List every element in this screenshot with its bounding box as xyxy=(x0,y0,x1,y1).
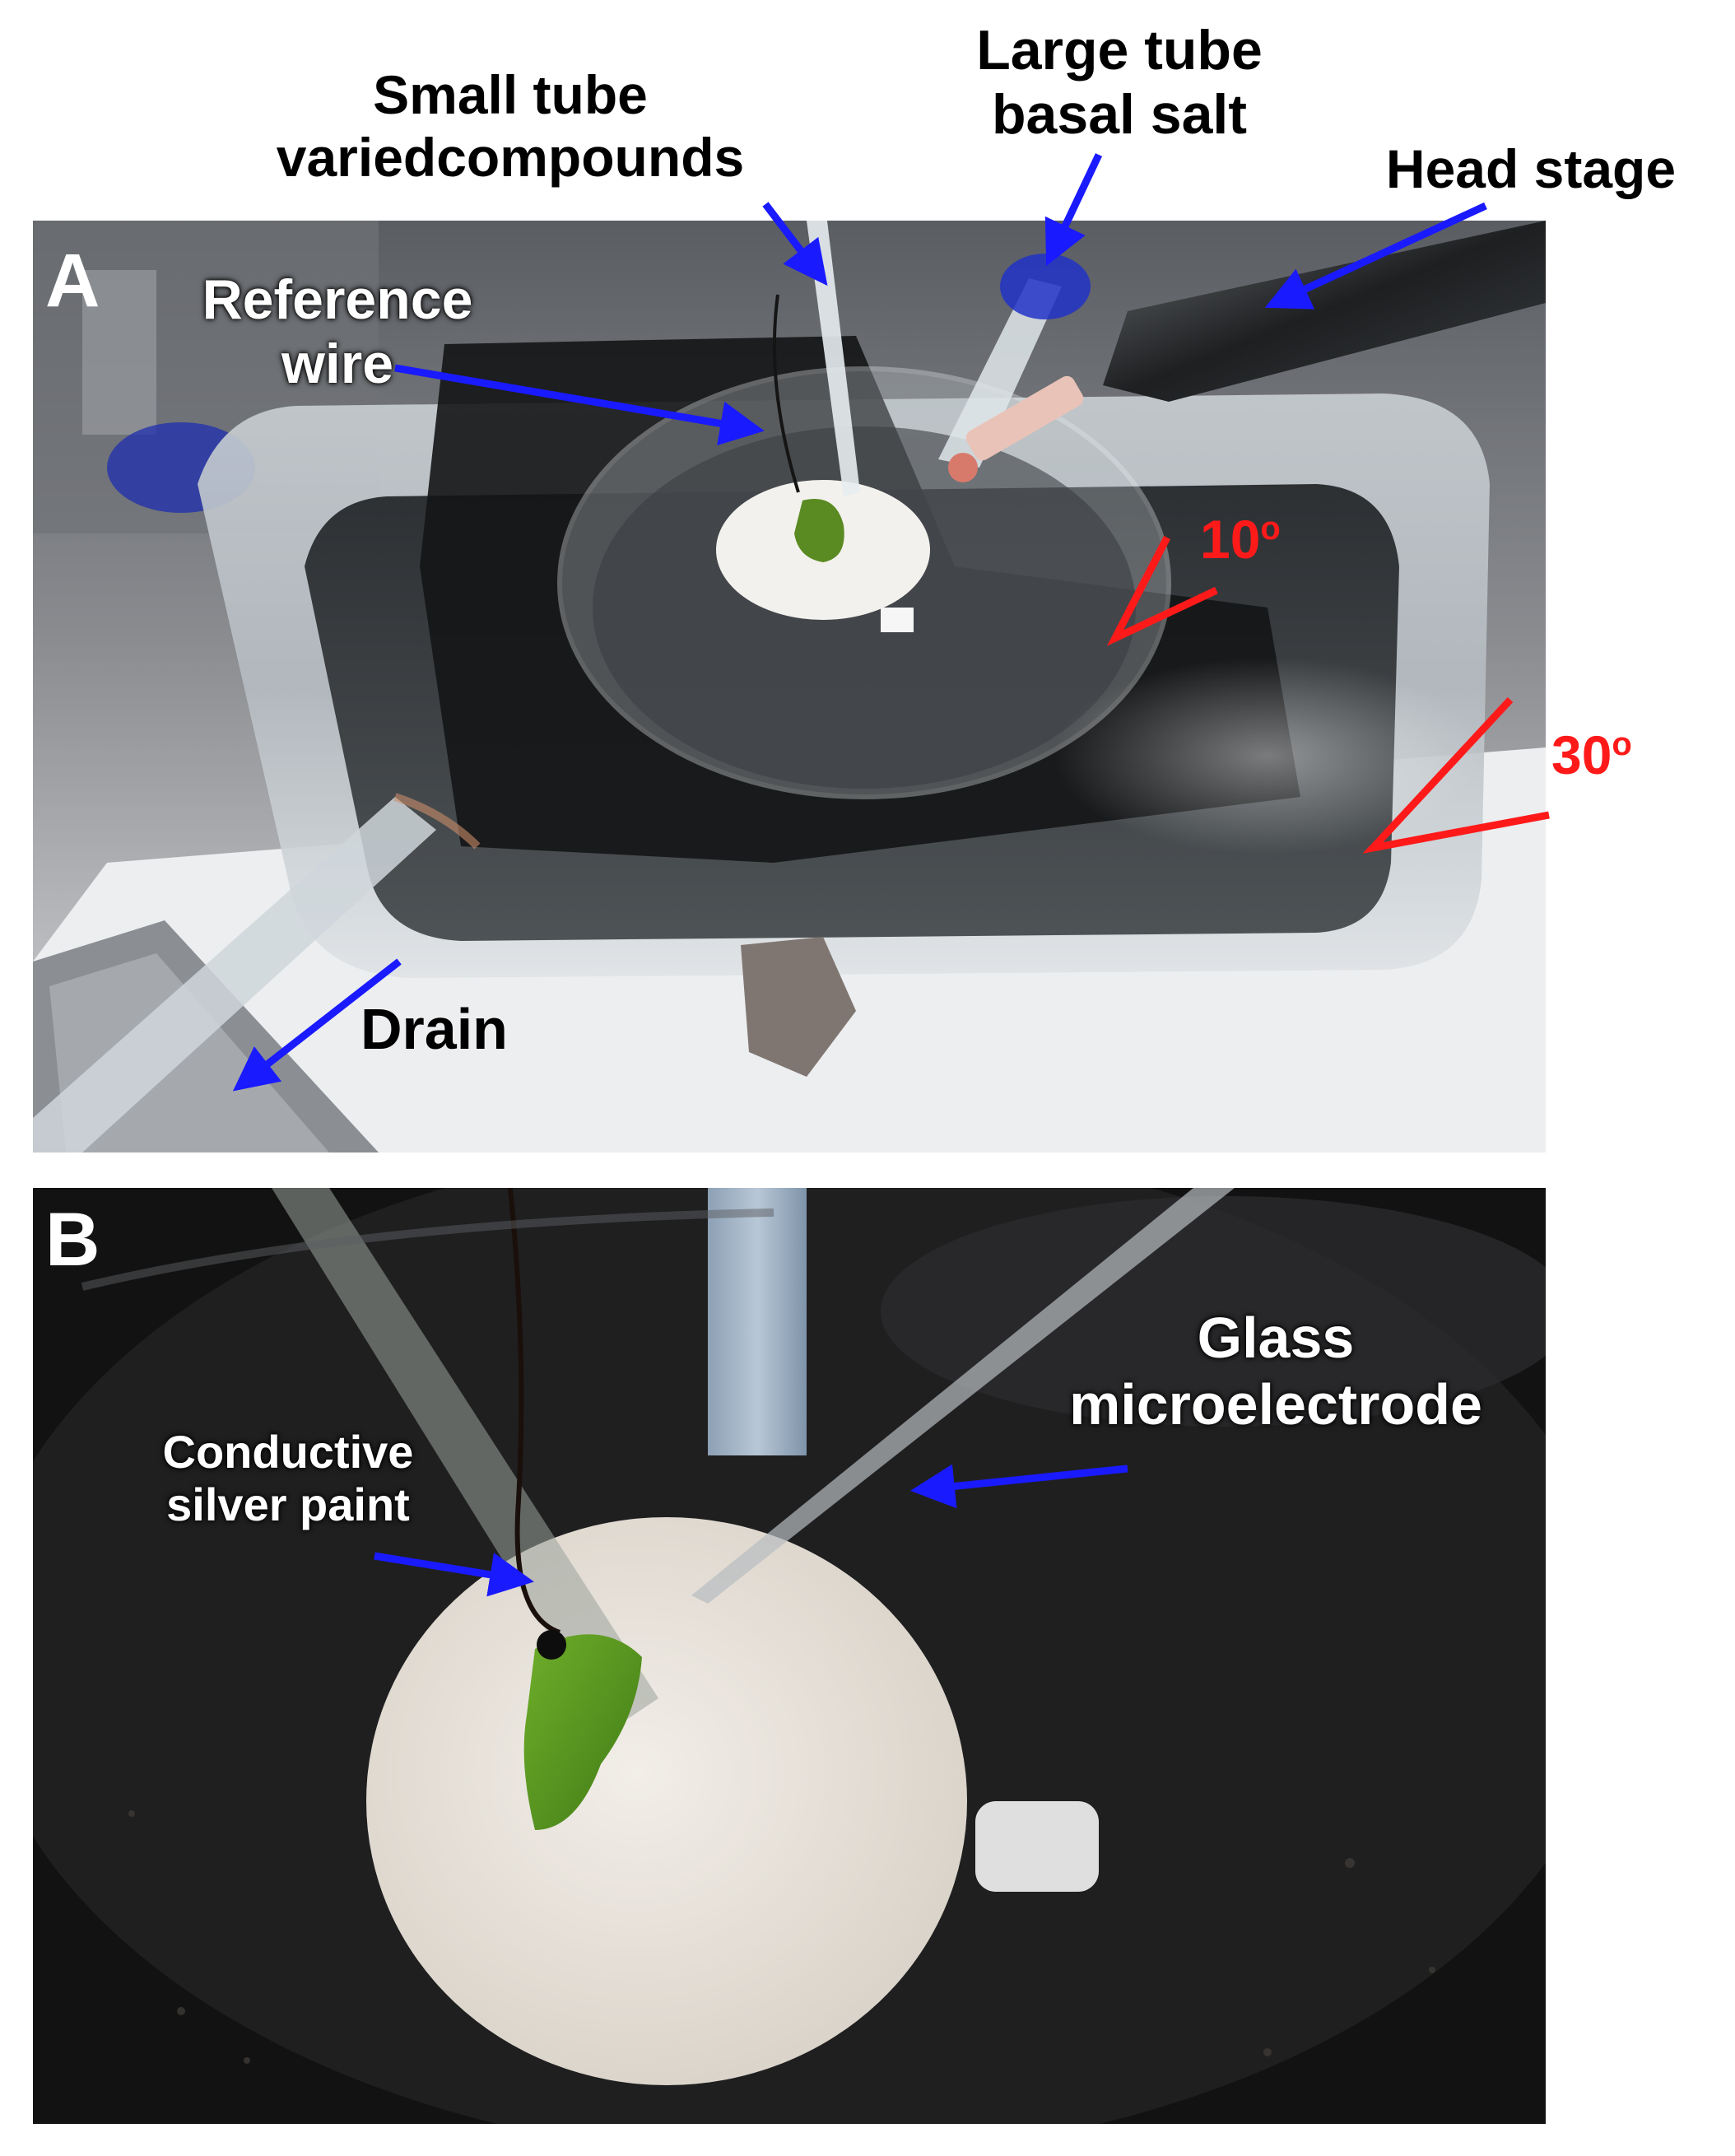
label-reference-wire: Reference wire xyxy=(202,268,473,396)
label-drain: Drain xyxy=(360,997,508,1061)
label-large-tube: Large tube basal salt xyxy=(976,19,1263,147)
label-conductive-silver-paint: Conductive silver paint xyxy=(162,1426,414,1531)
label-small-tube: Small tube variedcompounds xyxy=(276,64,745,188)
label-angle-30: 30o xyxy=(1551,724,1632,785)
label-glass-microelectrode: Glass microelectrode xyxy=(1069,1306,1482,1437)
panel-b-photo xyxy=(33,1188,1546,2124)
label-angle-10: 10o xyxy=(1200,509,1281,570)
label-head-stage: Head stage xyxy=(1385,138,1677,199)
panel-b-illustration xyxy=(33,1188,1546,2124)
panel-a-letter: A xyxy=(45,239,100,323)
panel-b-letter: B xyxy=(45,1198,100,1282)
